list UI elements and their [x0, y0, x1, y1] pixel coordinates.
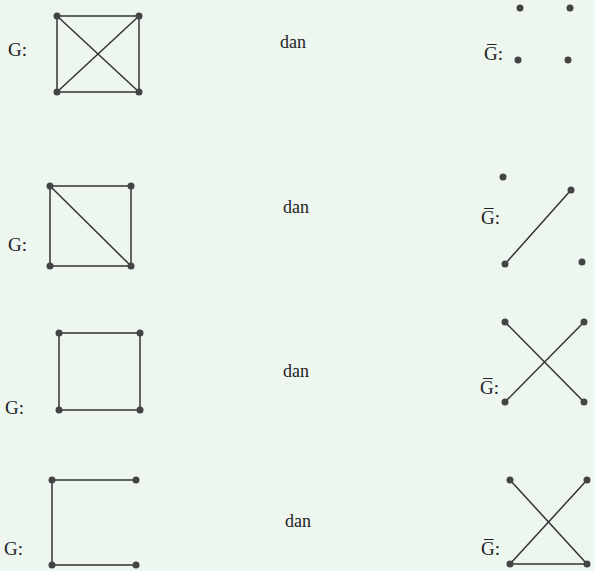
graph-label: G: [4, 539, 23, 558]
graph-label: G: [5, 398, 24, 417]
conjunction-text: dan [283, 198, 309, 216]
graph-label: G: [8, 235, 27, 254]
conjunction-text: dan [283, 362, 309, 380]
conjunction-text: dan [285, 512, 311, 530]
complement-label: G̅: [481, 208, 500, 227]
complement-label: G̅: [480, 378, 499, 397]
graph-vertices [47, 5, 591, 569]
complement-label: G̅: [484, 44, 503, 63]
complement-label: G̅: [481, 539, 500, 558]
conjunction-text: dan [280, 33, 306, 51]
graph-edges [50, 16, 587, 565]
graph-label: G: [8, 40, 27, 59]
